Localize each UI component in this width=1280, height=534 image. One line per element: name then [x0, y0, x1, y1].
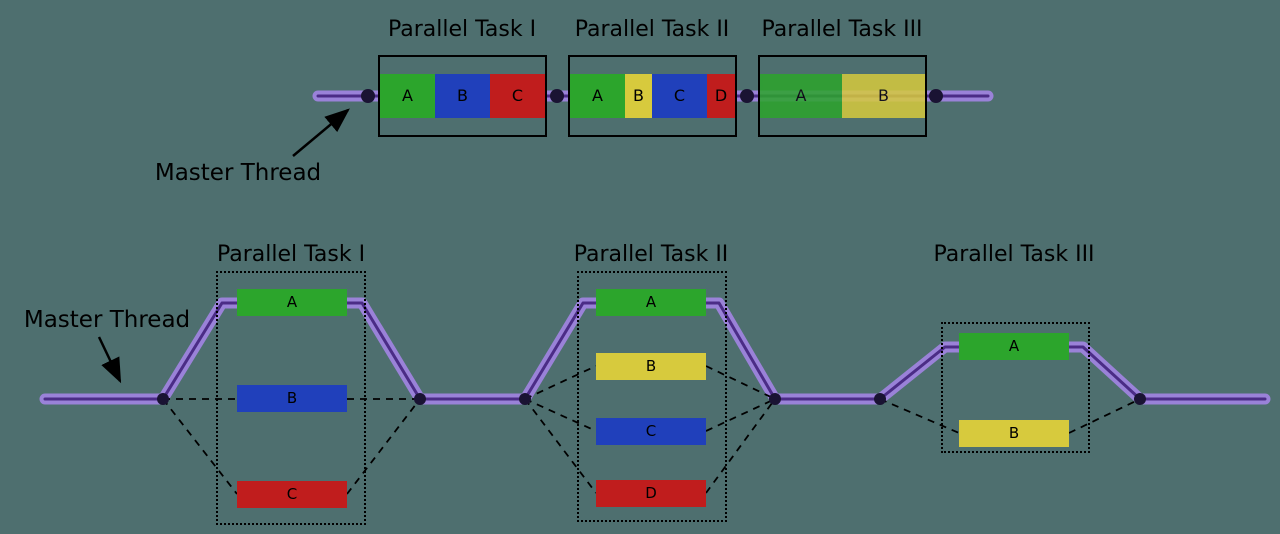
- bottom-task3-title: Parallel Task III: [933, 242, 1095, 267]
- top-task2-segment-a: A: [570, 74, 625, 118]
- top-task3-segment-b: B: [842, 74, 925, 118]
- junction-dot: [550, 89, 564, 103]
- top-master-thread-label: Master Thread: [154, 160, 322, 186]
- bottom-task1-bar-a: A: [237, 289, 347, 316]
- join-dot: [769, 393, 781, 405]
- top-task1-title: Parallel Task I: [387, 17, 537, 42]
- bottom-task2-title: Parallel Task II: [573, 242, 729, 267]
- bottom-task3-bar-a: A: [959, 333, 1069, 360]
- fork-dot: [157, 393, 169, 405]
- junction-dot: [361, 89, 375, 103]
- top-task3-box: [758, 55, 927, 137]
- junction-dot: [929, 89, 943, 103]
- top-task1-segment-a: A: [380, 74, 435, 118]
- fork-dot: [519, 393, 531, 405]
- bottom-task2-bar-b: B: [596, 353, 706, 380]
- bottom-task1-bar-c: C: [237, 481, 347, 508]
- bottom-master-thread-label: Master Thread: [23, 307, 191, 333]
- bottom-task1-title: Parallel Task I: [216, 242, 366, 267]
- top-task3-title: Parallel Task III: [761, 17, 923, 42]
- top-task1-segment-c: C: [490, 74, 545, 118]
- master-thread-arrow-bottom: [97, 336, 122, 384]
- join-dot: [414, 393, 426, 405]
- top-task1-segment-b: B: [435, 74, 490, 118]
- bottom-task3-bar-b: B: [959, 420, 1069, 447]
- top-task3-segment-a: A: [760, 74, 842, 118]
- bottom-task2-box: [577, 271, 727, 522]
- bottom-task1-bar-b: B: [237, 385, 347, 412]
- junction-dot: [740, 89, 754, 103]
- top-task2-segment-d: D: [707, 74, 735, 118]
- bottom-task2-bar-c: C: [596, 418, 706, 445]
- top-task2-segment-b: B: [625, 74, 652, 118]
- top-task2-title: Parallel Task II: [574, 17, 730, 42]
- bottom-task3-box: [941, 322, 1090, 453]
- join-dot: [1134, 393, 1146, 405]
- fork-join-dashed-lines: [162, 365, 1141, 495]
- fork-dot: [874, 393, 886, 405]
- top-task1-box: [378, 55, 547, 137]
- top-task2-segment-c: C: [652, 74, 707, 118]
- bottom-task2-bar-d: D: [596, 480, 706, 507]
- bottom-task2-bar-a: A: [596, 289, 706, 316]
- master-thread-arrow-top: [292, 108, 350, 157]
- bottom-task1-box: [216, 271, 366, 525]
- top-task2-box: [568, 55, 737, 137]
